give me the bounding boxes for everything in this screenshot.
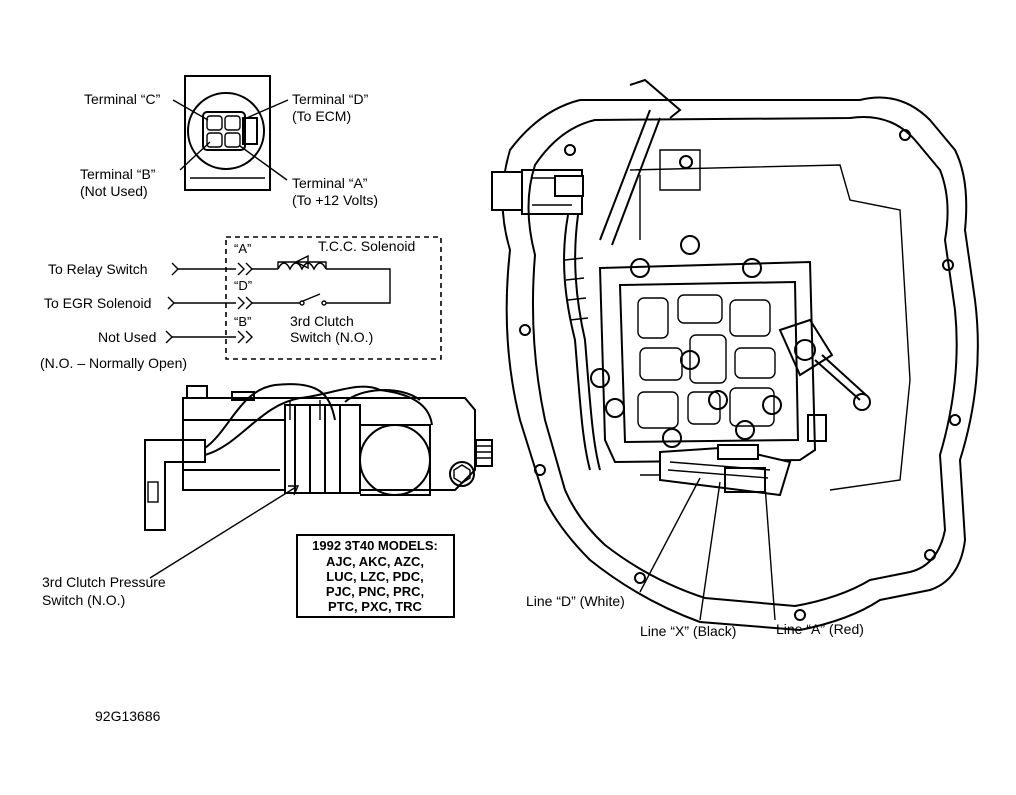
clutch-switch-label-1: 3rd Clutch <box>290 313 354 329</box>
pressure-switch-label-1: 3rd Clutch Pressure <box>42 574 166 590</box>
pin-a-label: “A” <box>234 241 251 256</box>
to-12v-label: (To +12 Volts) <box>292 192 378 208</box>
models-line-3: PJC, PNC, PRC, <box>326 584 424 599</box>
clutch-switch-label-2: Switch (N.O.) <box>290 329 373 345</box>
terminal-b-label: Terminal “B” <box>80 166 156 182</box>
terminal-a-label: Terminal “A” <box>292 175 368 191</box>
line-a-leader <box>764 484 776 621</box>
models-line-1: AJC, AKC, AZC, <box>326 554 424 569</box>
to-egr-solenoid-label: To EGR Solenoid <box>44 295 151 311</box>
pin-b-label: “B” <box>234 314 251 329</box>
figure-id: 92G13686 <box>95 708 161 724</box>
line-a-label: Line “A” (Red) <box>776 621 864 637</box>
models-title: 1992 3T40 MODELS: <box>312 538 438 553</box>
not-used-b-label: (Not Used) <box>80 183 148 199</box>
pressure-switch-leader <box>149 486 297 579</box>
wiring-schematic <box>165 236 442 360</box>
models-box: 1992 3T40 MODELS: AJC, AKC, AZC, LUC, LZ… <box>296 534 455 618</box>
connector-end-view <box>172 75 289 191</box>
line-x-label: Line “X” (Black) <box>640 623 736 639</box>
line-d-label: Line “D” (White) <box>526 593 625 609</box>
line-x-leader <box>699 481 721 621</box>
models-line-4: PTC, PXC, TRC <box>328 599 423 614</box>
pressure-switch-arrow <box>288 485 300 496</box>
not-used-label: Not Used <box>98 329 156 345</box>
transmission-case <box>491 78 979 632</box>
tcc-solenoid-label: T.C.C. Solenoid <box>318 238 415 254</box>
to-relay-switch-label: To Relay Switch <box>48 261 148 277</box>
normally-open-note: (N.O. – Normally Open) <box>40 355 187 371</box>
line-d-leader <box>639 477 701 593</box>
models-line-2: LUC, LZC, PDC, <box>326 569 424 584</box>
pressure-switch-label-2: Switch (N.O.) <box>42 592 125 608</box>
pin-d-label: “D” <box>234 278 252 293</box>
terminal-d-label: Terminal “D” <box>292 91 369 107</box>
solenoid-assembly <box>144 383 493 531</box>
terminal-c-label: Terminal “C” <box>84 91 161 107</box>
to-ecm-label: (To ECM) <box>292 108 351 124</box>
